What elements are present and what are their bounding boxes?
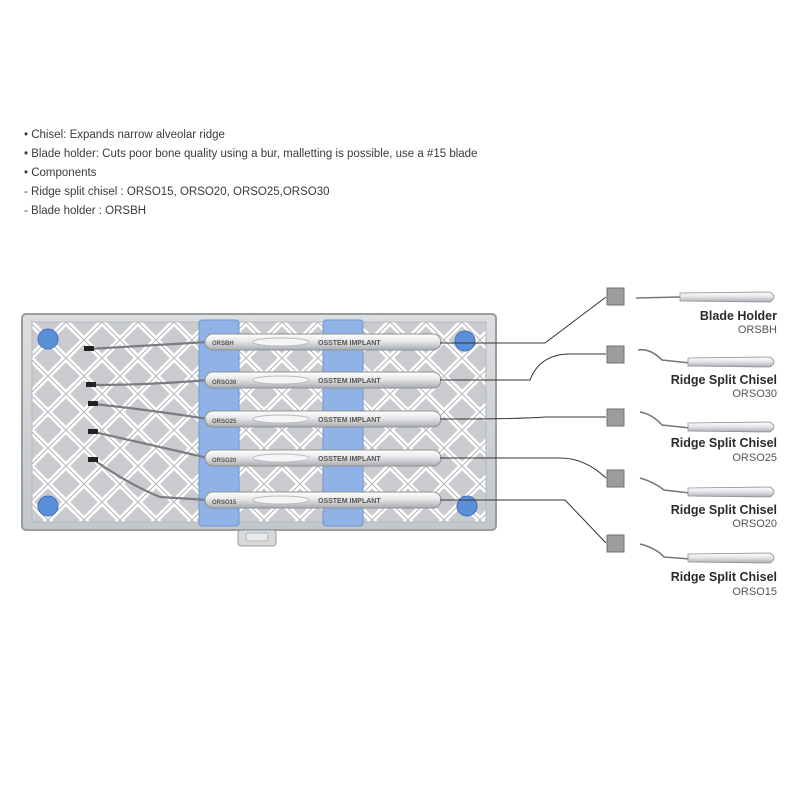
tray-instrument: ORSO20 OSSTEM IMPLANT (88, 429, 442, 467)
description-line: • Chisel: Expands narrow alveolar ridge (24, 129, 225, 141)
callout-code: ORSO25 (732, 452, 777, 464)
instrument-shaft (639, 411, 691, 429)
tray-instrument: ORSO15 OSSTEM IMPLANT (88, 457, 442, 509)
instrument-tip (88, 457, 98, 462)
callout-marker (606, 345, 625, 364)
instrument-code-label: ORSO30 (212, 380, 237, 386)
instrument-brand-label: OSSTEM IMPLANT (318, 456, 381, 463)
instrument-handle (687, 486, 775, 498)
description-line: - Blade holder : ORSBH (24, 205, 147, 217)
callout-marker (606, 534, 625, 553)
tray-instrument: ORSO25 OSSTEM IMPLANT (88, 401, 442, 428)
callout-name: Ridge Split Chisel (671, 570, 777, 584)
instrument-brand-label: OSSTEM IMPLANT (318, 498, 381, 505)
handle-grip-ridge (252, 337, 310, 347)
callout-instrument-chisel (637, 348, 775, 368)
callout-markers (606, 287, 625, 553)
callout-code: ORSBH (738, 324, 777, 336)
instrument-shaft (93, 402, 209, 421)
callout-name: Ridge Split Chisel (671, 503, 777, 517)
instrument-handle (679, 291, 775, 303)
leader-line (440, 353, 606, 381)
instrument-shaft (639, 543, 691, 560)
description-line: - Ridge split chisel : ORSO15, ORSO20, O… (24, 186, 330, 198)
leader-line (439, 416, 606, 420)
callout-instrument-chisel (639, 411, 775, 433)
callout-marker (606, 469, 625, 488)
instrument-shaft (637, 348, 691, 364)
callout-code: ORSO20 (732, 518, 777, 530)
handle-grip-ridge (252, 453, 310, 463)
instrument-shaft (91, 378, 209, 387)
tray-latch-inner (245, 532, 269, 542)
instrument-brand-label: OSSTEM IMPLANT (318, 340, 381, 347)
leader-line (440, 457, 607, 479)
leader-line (440, 296, 607, 344)
handle-grip-ridge (252, 414, 310, 424)
instrument-shaft (639, 477, 691, 494)
description-line: • Blade holder: Cuts poor bone quality u… (24, 148, 478, 160)
instrument-tip (88, 429, 98, 434)
instrument-code-label: ORSBH (212, 341, 234, 347)
callout-instrument-chisel (639, 543, 775, 564)
instrument-handle (687, 421, 775, 433)
callout-name: Blade Holder (700, 309, 777, 323)
callout-marker (606, 287, 625, 306)
callout-name: Ridge Split Chisel (671, 436, 777, 450)
description-line: • Components (24, 167, 97, 179)
callout-instrument-chisel (639, 477, 775, 498)
instrument-handle (687, 552, 775, 564)
instrument-shaft (93, 459, 209, 502)
instrument-code-label: ORSO15 (212, 500, 237, 506)
instrument-shaft (87, 340, 209, 351)
tray-corner-knob (37, 328, 59, 350)
callout-instrument-blade-holder (635, 291, 775, 303)
tray-instrument: ORSBH OSSTEM IMPLANT (84, 333, 442, 351)
tray-corner-knob (456, 495, 478, 517)
callout-leaders (439, 296, 607, 544)
instrument-handle (687, 356, 775, 368)
instrument-brand-label: OSSTEM IMPLANT (318, 417, 381, 424)
instrument-tip (88, 401, 98, 406)
instrument-brand-label: OSSTEM IMPLANT (318, 378, 381, 385)
instrument-code-label: ORSO20 (212, 458, 237, 464)
leader-line (440, 499, 607, 544)
description-list: • Chisel: Expands narrow alveolar ridge … (24, 126, 477, 221)
tray-corner-knob (37, 495, 59, 517)
handle-grip-ridge (252, 375, 310, 385)
tray-corner-knob (454, 330, 476, 352)
instrument-handle (204, 333, 442, 351)
instrument-code-label: ORSO25 (212, 419, 237, 425)
instrument-shaft (635, 296, 681, 299)
callout-labels: Blade Holder ORSBH Ridge Split Chisel OR… (671, 309, 777, 598)
callout-code: ORSO30 (732, 388, 777, 400)
callout-marker (606, 408, 625, 427)
callout-name: Ridge Split Chisel (671, 373, 777, 387)
instrument-tip (84, 346, 94, 351)
tray-instrument: ORSO30 OSSTEM IMPLANT (86, 371, 442, 389)
callout-code: ORSO15 (732, 586, 777, 598)
handle-grip-ridge (252, 495, 310, 505)
instrument-tip (86, 382, 96, 387)
instrument-shaft (93, 430, 209, 460)
